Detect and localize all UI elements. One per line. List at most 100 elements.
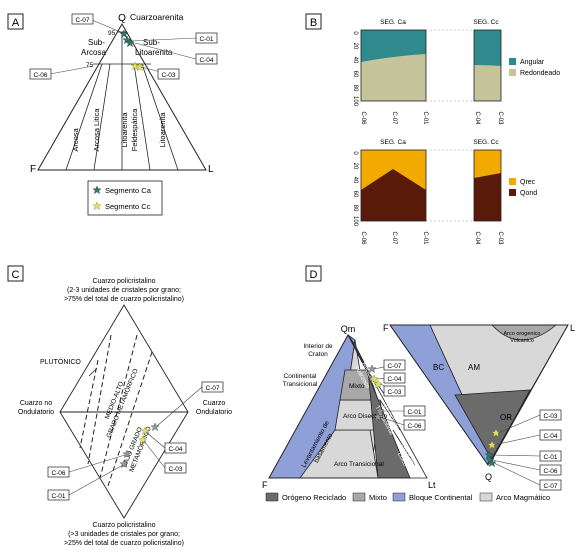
panel-c-label-c07: C-07 [205, 385, 219, 392]
panel-d-arco-transicional-label: Arco Transicional [334, 461, 384, 468]
panel-d-right-label-c01: C-01 [543, 454, 557, 461]
panel-a-div-left2 [65, 63, 103, 171]
panel-c-bottom-2: (>3 unidades de cristales por grano; [68, 531, 180, 538]
panel-c-top-3: >75% del total de cuarzo policristalino) [64, 296, 184, 303]
panel-b-letter: B [310, 17, 317, 29]
panel-a-label-c06: C-06 [33, 72, 47, 79]
panel-a-apex-l: L [208, 164, 214, 175]
panel-a-field-litoarenita: Litoarenita [158, 112, 167, 148]
panel-c-left-1: Cuarzo no [20, 400, 52, 407]
panel-b-top-x-c03: C-03 [497, 111, 503, 125]
panel-d-legend-arco-swatch [479, 492, 493, 502]
panel-d-apex-lt: Lt [428, 480, 436, 490]
panel-d-legend-orogeno: Orógeno Reciclado [282, 493, 346, 502]
panel-b-legend-redondeado: Redondeado [520, 70, 560, 77]
panel-b-bot-cc-frame [473, 149, 502, 222]
panel-d-left-triangle [268, 334, 428, 479]
panel-a-legend-ca: Segmento Ca [105, 186, 152, 195]
panel-a-letter: A [12, 17, 20, 29]
panel-c-plutonico-leader [88, 367, 98, 377]
panel-d-left-sample-labels: C-07 C-04 C-03 C-01 C-06 [383, 359, 426, 431]
panel-b-top-cc-frame [473, 29, 502, 102]
panel-d-letter-box [305, 265, 322, 282]
panel-d-right-sample-labels: C-03 C-04 C-01 C-06 C-07 [539, 409, 562, 491]
panel-d-arco-disectado-label: Arco Disectado [343, 413, 387, 420]
panel-a-leaders [49, 19, 197, 75]
panel-c-right-2: Ondulatorio [196, 409, 232, 416]
panel-d-right-apex-q: Q [485, 472, 492, 482]
panel-a-subarcosa-2: Arcosa [81, 48, 106, 57]
panel-b-top-ytick-60: 60 [352, 71, 358, 78]
panel-b-bot-ytick-40: 40 [352, 177, 358, 184]
panel-c-plutonico: PLUTÓNICO [40, 357, 81, 366]
panel-d-right-am-label: AM [468, 363, 480, 372]
panel-a-top-label: Cuarzoarenita [130, 12, 184, 22]
panel-d-left-label-c03: C-03 [387, 389, 401, 396]
panel-b-letter-box [305, 13, 322, 30]
panel-c-left-2: Ondulatorio [18, 409, 54, 416]
panel-b-bot-ytick-80: 80 [352, 205, 358, 212]
panel-c-bottom-3: >25% del total de cuarzo policristalino) [64, 540, 184, 547]
panel-b-top-x-c06: C-06 [360, 111, 366, 125]
panel-d-right-arco-volc-1: Arco orogenico [504, 331, 541, 337]
panel-d-interior-2: Craton [308, 351, 328, 358]
panel-b-bot-cc-qond [474, 173, 501, 221]
panel-d-left-label-c01: C-01 [407, 409, 421, 416]
panel-b-top-ca-angular [361, 30, 426, 62]
panel-b-bot-yticks: 0 20 40 60 80 100 [352, 151, 358, 226]
panel-d-right-label-c04: C-04 [543, 433, 557, 440]
panel-b-top-x-c07: C-07 [391, 111, 397, 125]
panel-b-top-x-c01: C-01 [422, 111, 428, 125]
panel-a-label-c07: C-07 [75, 17, 89, 24]
panel-a-sample-labels: C-07 C-01 C-04 C-03 C-06 [29, 13, 218, 80]
panel-d: D Qm F Lt Interior de Craton Continental… [262, 265, 575, 502]
panel-b-legend-qond-swatch [509, 189, 516, 196]
panel-a: A Q F L Cuarzoarenita 95 75 Sub- Arcosa … [7, 12, 218, 216]
panel-c-label-c04: C-04 [168, 446, 182, 453]
panel-b-legend-qrec-swatch [509, 178, 516, 185]
panel-b: B SEG. Ca SEG. Cc 0 20 40 60 80 100 C-06… [305, 13, 560, 245]
panel-a-points-cc [130, 61, 145, 72]
panel-d-legend-orogeno-swatch [265, 492, 279, 502]
panel-a-sublito-2: Litoarenita [135, 48, 173, 57]
panel-b-top-yticks: 0 20 40 60 80 100 [352, 31, 358, 106]
panel-a-tick-75: 75 [86, 62, 94, 69]
panel-d-right-or-label: OR [500, 413, 512, 422]
panel-d-apex-qm: Qm [341, 324, 356, 334]
panel-a-apex-f: F [30, 164, 36, 175]
panel-a-label-c03: C-03 [161, 72, 175, 79]
panel-a-div-right [133, 63, 151, 171]
panel-b-top-ytick-40: 40 [352, 57, 358, 64]
panel-b-legend-redondeado-swatch [509, 69, 516, 76]
panel-a-field-lito-feld-a: Litoarenita [120, 112, 129, 148]
panel-d-interior-1: Interior de [303, 343, 333, 350]
panel-d-continental-2: Transicional [283, 381, 318, 388]
panel-c-label-c06: C-06 [51, 470, 65, 477]
panel-c-top-1: Cuarzo policristalino [92, 278, 155, 285]
panel-c-label-c01: C-01 [51, 493, 65, 500]
panel-c: C Cuarzo policristalino (2-3 unidades de… [7, 265, 232, 547]
panel-a-legend-cc: Segmento Cc [105, 202, 151, 211]
panel-b-bot-ytick-60: 60 [352, 191, 358, 198]
panel-a-field-arcosa: Arcosa [71, 128, 80, 152]
panel-b-bot-x-c03: C-03 [497, 231, 503, 245]
panel-d-legend: Orógeno Reciclado Mixto Bloque Continent… [265, 492, 550, 502]
panel-c-diamond [59, 304, 189, 519]
panel-b-top-ytick-100: 100 [352, 96, 358, 107]
panel-a-label-c04: C-04 [199, 57, 213, 64]
panel-b-top-ytick-20: 20 [352, 43, 358, 50]
panel-b-bot-ytick-100: 100 [352, 216, 358, 227]
panel-b-top-x-c04: C-04 [474, 111, 480, 125]
panel-b-bot-x-c04: C-04 [474, 231, 480, 245]
panel-a-label-c01: C-01 [199, 36, 213, 43]
panel-b-legend-angular: Angular [520, 59, 545, 66]
panel-b-bot-ca-qond [361, 169, 426, 221]
panel-b-bot-seg-ca: SEG. Ca [380, 139, 406, 146]
panel-c-letter-box [7, 265, 24, 282]
panel-d-right-bc-label: BC [433, 363, 444, 372]
panel-b-bot-ca-frame [360, 149, 427, 222]
panel-d-right-label-c03: C-03 [543, 413, 557, 420]
panel-d-right-outline [389, 324, 569, 466]
panel-d-legend-bloque: Bloque Continental [409, 493, 473, 502]
panel-d-right-label-c07: C-07 [543, 483, 557, 490]
